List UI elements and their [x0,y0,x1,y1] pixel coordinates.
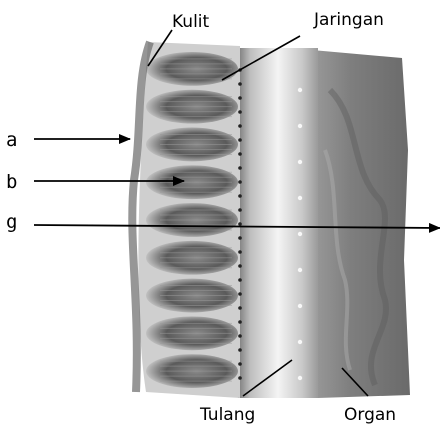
boundary-dot [238,96,242,100]
boundary-dot [238,292,242,296]
boundary-dot [238,236,242,240]
boundary-dot [238,362,242,366]
boundary-dot [238,124,242,128]
label-g: g [6,211,17,233]
bone-speck [298,160,302,164]
boundary-dot [238,320,242,324]
boundary-dot [238,278,242,282]
boundary-dot [238,376,242,380]
muscle-segments [146,52,238,388]
bone-speck [298,196,302,200]
bone-speck [298,268,302,272]
boundary-dot [238,348,242,352]
boundary-dot [238,180,242,184]
boundary-dot [238,166,242,170]
organ-region [312,50,410,398]
boundary-dot [238,306,242,310]
boundary-dot [238,82,242,86]
label-tulang: Tulang [199,405,255,425]
bone-speck [298,340,302,344]
bone-speck [298,232,302,236]
label-organ: Organ [344,405,396,425]
bone-band [238,48,318,398]
boundary-dot [238,138,242,142]
boundary-dot [238,110,242,114]
bone-speck [298,88,302,92]
label-kulit: Kulit [172,12,210,32]
boundary-dot [238,208,242,212]
bone-speck [298,304,302,308]
boundary-dot [238,222,242,226]
label-b: b [6,171,17,193]
boundary-dot [238,264,242,268]
boundary-dot [238,334,242,338]
boundary-dot [238,194,242,198]
label-a: a [6,129,17,151]
boundary-dot [238,250,242,254]
label-jaringan: Jaringan [313,10,384,30]
bone-speck [298,376,302,380]
bone-speck [298,124,302,128]
boundary-dot [238,152,242,156]
